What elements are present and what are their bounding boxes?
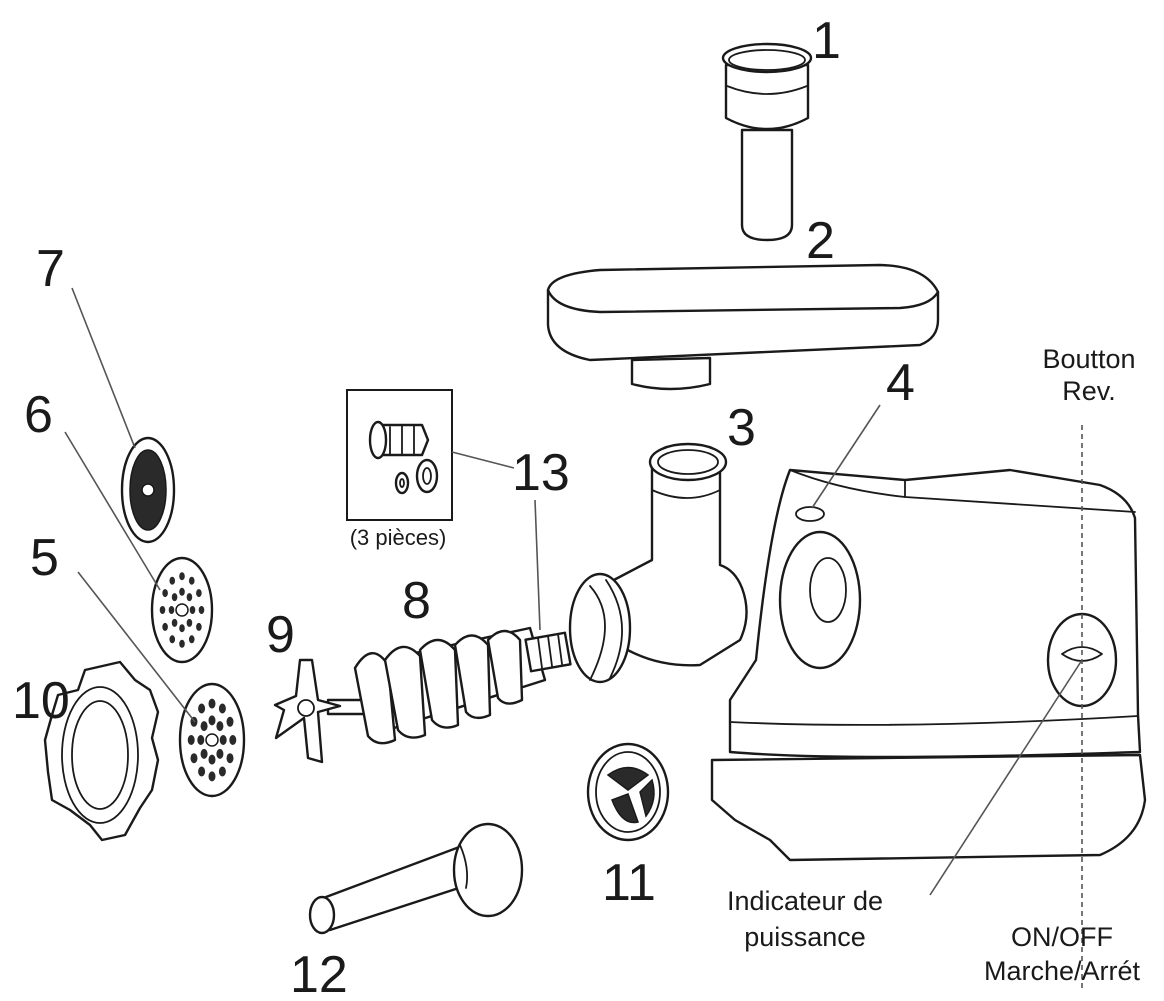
bushing-set-inset <box>346 389 453 521</box>
plate-hole <box>171 593 178 602</box>
plate-hole <box>189 606 196 614</box>
plate-hole <box>162 589 168 598</box>
auger-screw <box>326 626 572 745</box>
plate-hole <box>229 735 237 745</box>
plate-hole <box>171 618 178 627</box>
reverse-button-label: Boutton <box>1042 344 1135 374</box>
plate-hole <box>159 606 166 614</box>
part-number-3: 3 <box>727 399 756 457</box>
part-number-1: 1 <box>812 12 841 70</box>
plate-hole <box>219 735 227 745</box>
plate-hole <box>198 766 206 777</box>
part-numbers: 1 2 3 4 5 6 7 8 9 10 11 12 13 <box>12 12 915 1001</box>
plate-hole <box>179 587 185 596</box>
plate-hole <box>186 618 193 627</box>
plate-hole <box>188 635 195 644</box>
plate-hole <box>218 703 226 714</box>
on-off-label: ON/OFF <box>1011 922 1113 952</box>
part-number-2: 2 <box>806 212 835 270</box>
plate-hole <box>198 606 205 614</box>
part-number-9: 9 <box>266 606 295 664</box>
plate-hole <box>196 589 202 598</box>
plate-hole <box>208 715 216 726</box>
plate-hole <box>187 735 195 745</box>
reverse-button-icon <box>795 506 825 522</box>
power-indicator-label: Indicateur de <box>727 886 883 916</box>
plate-fine <box>120 436 176 544</box>
plate-hole <box>200 721 208 732</box>
plate-hole <box>226 716 234 727</box>
part-number-6: 6 <box>24 386 53 444</box>
feeding-tray <box>546 263 940 391</box>
plate-hole <box>226 753 234 764</box>
plate-hole <box>216 748 224 759</box>
plate-hole <box>216 721 224 732</box>
cutting-blade <box>273 658 342 764</box>
plate-hole <box>198 703 206 714</box>
plate-hole <box>190 753 198 764</box>
plate-hole <box>162 622 168 631</box>
text-labels: Boutton Rev. (3 pièces) Indicateur de pu… <box>350 344 1141 986</box>
plate-hole <box>208 754 216 765</box>
part-number-7: 7 <box>36 240 65 298</box>
leader-lines <box>64 287 1083 990</box>
plate-hole <box>179 639 185 648</box>
plate-hole <box>188 576 195 585</box>
part-number-4: 4 <box>886 354 915 412</box>
plate-hole <box>168 606 175 614</box>
plate-hole <box>200 748 208 759</box>
plate-hole <box>218 766 226 777</box>
plate-hole <box>208 771 216 782</box>
food-pusher <box>721 42 813 242</box>
plate-hole <box>208 698 216 709</box>
plate-hole <box>196 622 202 631</box>
bushing-pieces-note: (3 pièces) <box>350 525 447 550</box>
grinder-head <box>568 442 748 684</box>
part-number-8: 8 <box>402 572 431 630</box>
part-number-11: 11 <box>602 854 656 912</box>
plate-medium <box>150 556 214 664</box>
power-indicator-label-2: puissance <box>744 922 866 952</box>
plate-hole <box>169 576 176 585</box>
plate-hole <box>179 624 185 633</box>
part-number-13: 13 <box>512 444 570 502</box>
on-off-label-2: Marche/Arrét <box>984 956 1141 986</box>
sausage-horn <box>308 822 524 935</box>
plate-coarse <box>178 682 246 798</box>
reverse-button-label-2: Rev. <box>1062 376 1116 406</box>
part-number-5: 5 <box>30 529 59 587</box>
motor-base <box>710 468 1147 862</box>
part-number-10: 10 <box>12 672 70 730</box>
part-number-12: 12 <box>290 946 348 1001</box>
ring-nut <box>43 660 160 842</box>
plate-hole <box>179 572 185 581</box>
plate-hole <box>186 593 193 602</box>
plate-hole <box>197 735 205 745</box>
plate-hole <box>169 635 176 644</box>
kebbe-attachment <box>586 742 670 842</box>
